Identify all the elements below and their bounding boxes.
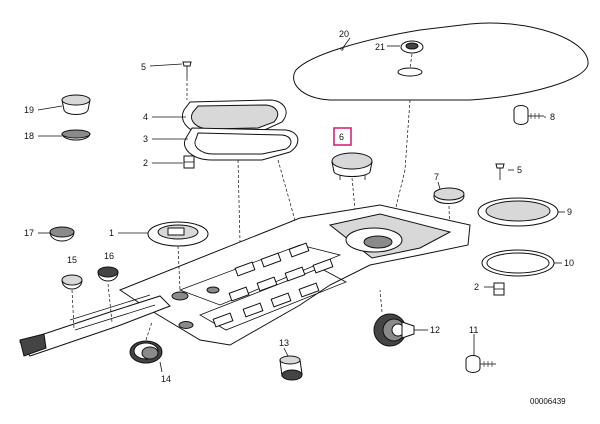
plug-part-16 xyxy=(97,266,119,282)
callout-15: 15 xyxy=(67,255,77,265)
callout-21: 21 xyxy=(375,42,385,52)
callout-17: 17 xyxy=(24,228,34,238)
screw-part-5-top xyxy=(182,61,192,78)
frame-part-3 xyxy=(184,127,299,161)
callout-1: 1 xyxy=(109,228,114,238)
screw-part-8 xyxy=(513,105,544,125)
callout-11: 11 xyxy=(469,325,478,335)
cover-part-1 xyxy=(147,221,209,247)
callout-10: 10 xyxy=(564,258,574,268)
callout-labels: 20 21 5 4 3 2 19 18 17 1 15 16 6 7 8 5 9… xyxy=(24,29,574,384)
plug-part-18 xyxy=(61,129,91,141)
callout-13: 13 xyxy=(279,338,289,348)
plug-part-6 xyxy=(331,152,373,180)
clip-part-2-right xyxy=(493,282,505,296)
callout-16: 16 xyxy=(104,251,114,261)
sealing-ring-part-10 xyxy=(481,249,555,277)
callout-20: 20 xyxy=(339,29,349,39)
callout-7: 7 xyxy=(434,172,439,182)
plug-part-17 xyxy=(49,226,75,242)
screw-part-5-right xyxy=(495,163,505,180)
leader-lines xyxy=(37,37,565,373)
callout-2-left: 2 xyxy=(143,158,148,168)
callout-5-right: 5 xyxy=(517,165,522,175)
grommet-part-14 xyxy=(129,340,163,364)
grommet-part-21 xyxy=(397,40,424,77)
floor-pan-assembly xyxy=(19,204,471,357)
callout-5-top: 5 xyxy=(141,62,146,72)
callout-2-right: 2 xyxy=(474,282,479,292)
grommet-part-13 xyxy=(279,355,303,381)
callout-18: 18 xyxy=(24,131,34,141)
callout-19: 19 xyxy=(24,105,34,115)
plug-part-7 xyxy=(433,187,465,204)
clip-part-2-left xyxy=(183,155,195,169)
callout-9: 9 xyxy=(567,207,572,217)
callout-12: 12 xyxy=(430,325,440,335)
highlight-box-callout-6 xyxy=(333,127,352,146)
screw-part-11 xyxy=(465,355,496,373)
callout-4: 4 xyxy=(143,112,148,122)
grommet-part-12 xyxy=(373,313,415,347)
callout-14: 14 xyxy=(161,374,171,384)
drawing-number: 00006439 xyxy=(530,397,566,406)
cover-board-part-20 xyxy=(293,22,589,101)
callout-8: 8 xyxy=(550,112,555,122)
plug-part-19 xyxy=(61,94,91,115)
sealing-ring-part-9 xyxy=(477,197,559,227)
plug-part-15 xyxy=(61,274,83,290)
callout-3: 3 xyxy=(143,134,148,144)
callout-6: 6 xyxy=(339,132,344,142)
